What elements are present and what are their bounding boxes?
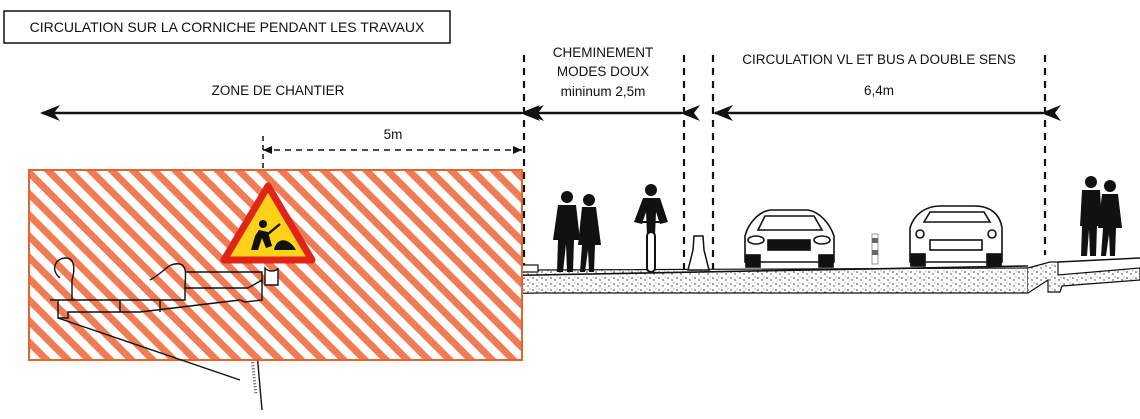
pedestrian-icon	[1080, 176, 1122, 256]
pedestrian-icon	[553, 191, 601, 272]
diagram-title: CIRCULATION SUR LA CORNICHE PENDANT LES …	[30, 19, 425, 35]
roadworks-sign-icon	[220, 182, 316, 264]
modes-doux-dimension: mininum 2,5m	[561, 84, 646, 99]
car-icon	[744, 209, 835, 268]
chantier-sub-dimension: 5m	[384, 127, 403, 142]
existing-structure	[50, 257, 279, 381]
barrier-icon	[687, 235, 710, 271]
modes-doux-label-line2: MODES DOUX	[557, 64, 649, 79]
zone-dividers	[522, 55, 1047, 270]
title-box: CIRCULATION SUR LA CORNICHE PENDANT LES …	[3, 10, 451, 44]
modes-doux-label-line1: CHEMINEMENT	[553, 45, 654, 60]
bollard-icon	[871, 233, 879, 265]
cyclist-icon	[634, 184, 668, 273]
car-icon	[909, 205, 1003, 267]
circulation-dimension: 6,4m	[864, 83, 894, 98]
zone-chantier-label: ZONE DE CHANTIER	[212, 83, 345, 98]
circulation-label: CIRCULATION VL ET BUS A DOUBLE SENS	[742, 52, 1016, 67]
